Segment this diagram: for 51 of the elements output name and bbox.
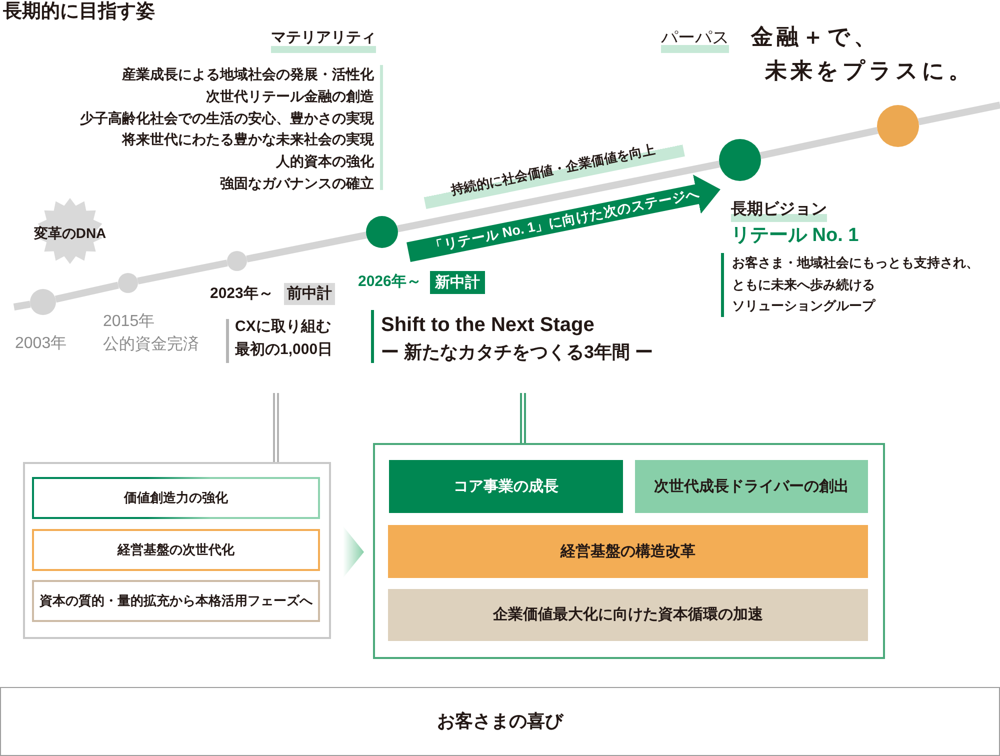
section-heading: パーパス bbox=[661, 28, 729, 54]
plan-subtitle: ー 新たなカタチをつくる3年間 ー bbox=[381, 342, 654, 364]
chevron-arrow bbox=[343, 526, 364, 578]
list-item: 人的資本の強化 bbox=[276, 153, 374, 170]
period-label: 2023年～ bbox=[210, 285, 274, 303]
period-label: 2026年～ bbox=[358, 273, 422, 291]
purpose-slogan: 金融＋で、 bbox=[751, 24, 880, 50]
milestone-dot bbox=[30, 289, 56, 315]
timeline-segment bbox=[397, 160, 720, 232]
milestone-dot bbox=[877, 105, 919, 147]
year-label: 2015年 bbox=[103, 312, 155, 332]
timeline-segment bbox=[760, 126, 878, 160]
milestone-dot bbox=[227, 251, 247, 271]
year-label: 2003年 bbox=[15, 334, 67, 354]
badge-label: 変革のDNA bbox=[32, 225, 108, 242]
milestone-dot bbox=[118, 273, 138, 293]
purpose-slogan: 未来をプラスに。 bbox=[765, 58, 974, 84]
vision-title: リテール No. 1 bbox=[731, 225, 859, 248]
connector-line bbox=[520, 392, 526, 444]
theme-box: 資本の質的・量的拡充から本格活用フェーズへ bbox=[32, 580, 320, 622]
connector-line bbox=[273, 392, 279, 463]
strategy-box: 経営基盤の構造改革 bbox=[388, 525, 868, 578]
list-item: 産業成長による地域社会の発展・活性化 bbox=[122, 66, 374, 83]
milestone-dot bbox=[719, 139, 761, 181]
theme-box: 価値創造力の強化 bbox=[32, 477, 320, 519]
list-item: 強固なガバナンスの確立 bbox=[220, 175, 374, 192]
milestone-dot bbox=[366, 216, 398, 248]
strategy-box: 次世代成長ドライバーの創出 bbox=[635, 460, 868, 513]
event-label: 公的資金完済 bbox=[103, 335, 199, 354]
plan-tag: 前中計 bbox=[284, 283, 335, 305]
vision-description: お客さま・地域社会にもっとも支持され、ともに未来へ歩み続けるソリューショングループ bbox=[732, 254, 980, 315]
strategy-box: コア事業の成長 bbox=[389, 460, 623, 513]
strategy-box: 企業価値最大化に向けた資本循環の加速 bbox=[388, 589, 868, 641]
list-item: 次世代リテール金融の創造 bbox=[206, 88, 374, 105]
section-heading: マテリアリティ bbox=[271, 29, 376, 53]
timeline-segment bbox=[13, 300, 31, 310]
plan-theme: Shift to the Next Stage bbox=[381, 313, 594, 337]
page-title: 長期的に目指す姿 bbox=[3, 1, 155, 24]
list-item: 将来世代にわたる豊かな未来社会の実現 bbox=[122, 131, 374, 148]
section-heading: 長期ビジョン bbox=[731, 200, 827, 222]
timeline-segment bbox=[54, 282, 119, 303]
plan-tag: 新中計 bbox=[430, 271, 485, 294]
message-box: お客さまの喜び bbox=[0, 687, 1000, 756]
theme-box: 経営基盤の次世代化 bbox=[32, 529, 320, 571]
group-panel bbox=[373, 443, 885, 659]
timeline-segment bbox=[246, 232, 367, 262]
plan-description: CXに取り組む最初の1,000日 bbox=[235, 317, 334, 360]
list-item: 少子高齢化社会での生活の安心、豊かさの実現 bbox=[80, 110, 374, 127]
timeline-segment bbox=[137, 260, 228, 284]
timeline-segment bbox=[918, 102, 1000, 126]
group-panel bbox=[23, 462, 331, 639]
